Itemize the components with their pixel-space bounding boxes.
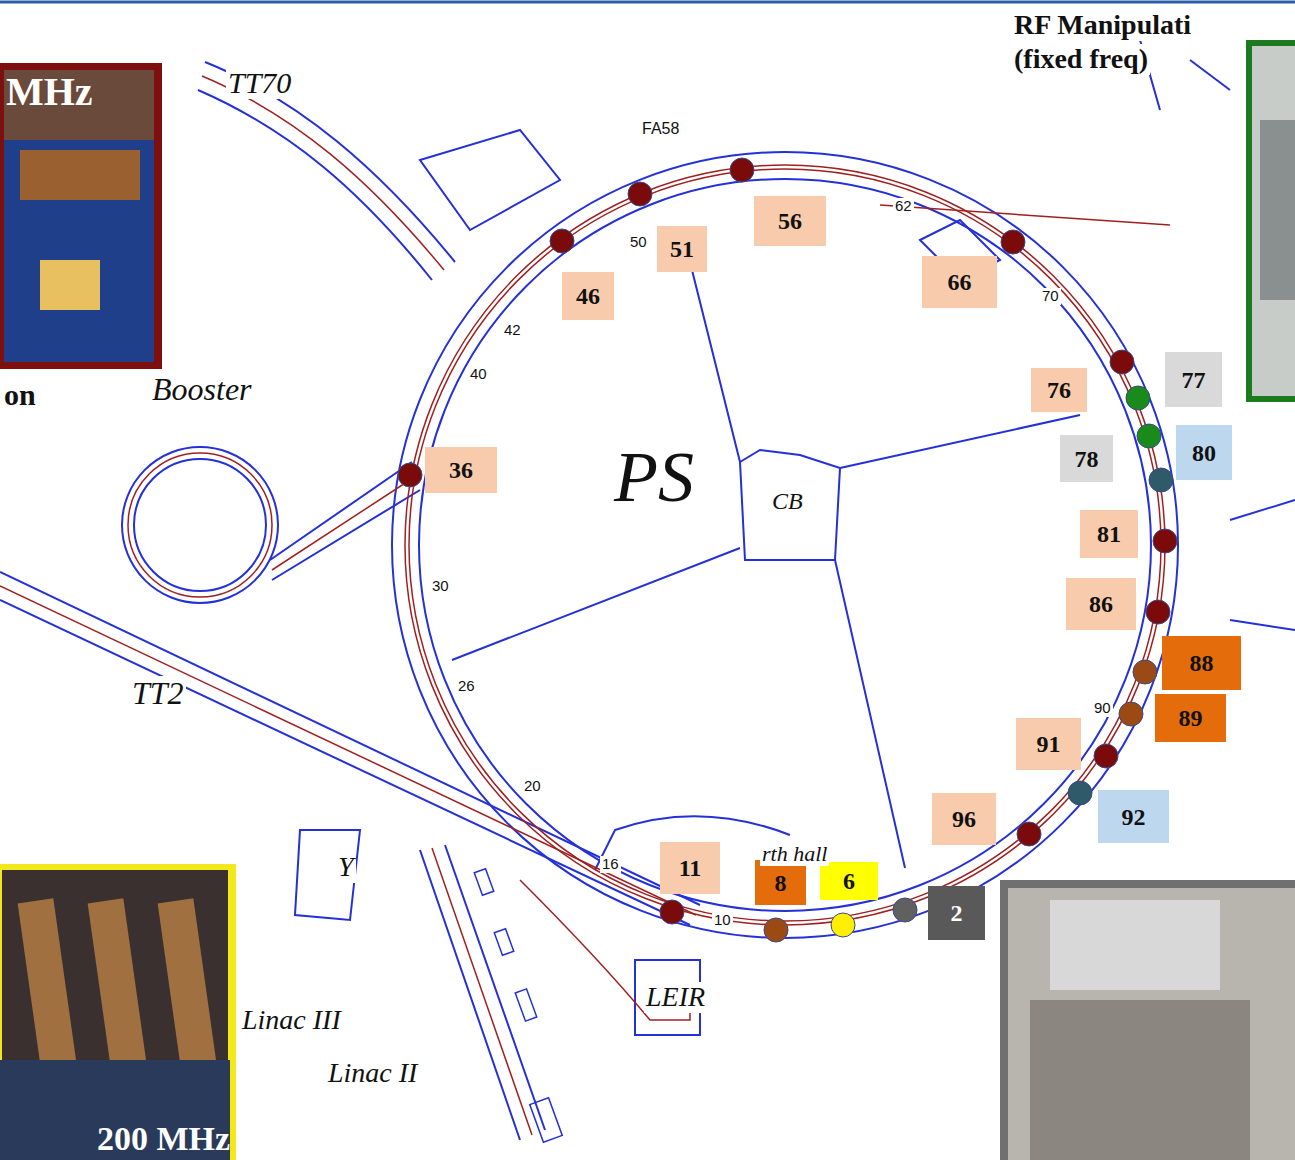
- map-label: 42: [502, 322, 523, 339]
- cavity-box: 77: [1165, 352, 1222, 407]
- map-label: FA58: [640, 120, 681, 138]
- map-label: Booster: [150, 372, 254, 407]
- map-label: rth hall: [760, 842, 829, 866]
- cavity-box: 76: [1031, 368, 1087, 412]
- cavity-box: 88: [1162, 636, 1241, 690]
- cavity-box: 46: [562, 272, 614, 320]
- cavity-number: 89: [1179, 706, 1203, 730]
- cavity-number: 77: [1182, 368, 1206, 392]
- cavity-number: 78: [1075, 447, 1099, 471]
- map-label: CB: [770, 488, 805, 514]
- map-label: 40: [468, 366, 489, 383]
- map-label: 30: [430, 578, 451, 595]
- cavity-number: 56: [778, 209, 802, 233]
- cavity-number: 46: [576, 284, 600, 308]
- map-label: (fixed freq): [1012, 44, 1150, 75]
- cavity-number: 8: [775, 871, 787, 895]
- map-label: 50: [628, 234, 649, 251]
- cavity-box: 66: [922, 256, 997, 308]
- cavity-box: 11: [660, 842, 720, 894]
- cavity-box: 86: [1066, 578, 1136, 630]
- cavity-number: 36: [449, 458, 473, 482]
- cavity-box: 81: [1080, 510, 1138, 558]
- cavity-number: 96: [952, 807, 976, 831]
- cavity-box: 92: [1098, 790, 1169, 843]
- cavity-box: 56: [754, 196, 826, 246]
- cavity-number: 76: [1047, 378, 1071, 402]
- cavity-box: 91: [1016, 718, 1081, 770]
- cavity-number: 91: [1037, 732, 1061, 756]
- map-label: LEIR: [644, 982, 707, 1013]
- map-label: TT70: [226, 66, 293, 99]
- cavity-number: 66: [948, 270, 972, 294]
- map-label: 62: [893, 198, 914, 215]
- map-label: RF Manipulati: [1012, 10, 1193, 41]
- cavity-number: 51: [670, 237, 694, 261]
- cavity-box: 8: [755, 860, 806, 905]
- cavity-box: 6: [820, 862, 878, 900]
- cavity-box: 2: [928, 886, 985, 940]
- map-label: TT2: [130, 676, 186, 711]
- cavity-box: 89: [1155, 694, 1226, 742]
- map-label: Linac II: [326, 1058, 419, 1089]
- map-label: Y: [336, 852, 356, 883]
- map-label: 70: [1040, 288, 1061, 305]
- cavity-number: 2: [951, 901, 963, 925]
- cavity-number: 81: [1097, 522, 1121, 546]
- cavity-box: 36: [425, 447, 497, 493]
- map-label: 20: [522, 778, 543, 795]
- cavity-box: 78: [1060, 435, 1113, 482]
- cavity-number: 86: [1089, 592, 1113, 616]
- map-label: PS: [612, 438, 696, 517]
- cavity-number: 11: [679, 856, 702, 880]
- cavity-number: 92: [1122, 805, 1146, 829]
- cavity-number: 6: [843, 869, 855, 893]
- cavity-box: 80: [1176, 425, 1232, 480]
- map-label: 26: [456, 678, 477, 695]
- map-label: 200 MHz: [95, 1120, 232, 1157]
- cavity-box: 96: [932, 793, 996, 845]
- map-label: 16: [600, 856, 621, 873]
- cavity-box: 51: [657, 226, 707, 272]
- map-label: 90: [1092, 700, 1113, 717]
- cavity-number: 88: [1190, 651, 1214, 675]
- map-label: 10: [712, 912, 733, 929]
- map-label: Linac III: [240, 1005, 343, 1036]
- map-label: on: [2, 378, 38, 411]
- cavity-number: 80: [1192, 441, 1216, 465]
- map-label: MHz: [4, 70, 95, 114]
